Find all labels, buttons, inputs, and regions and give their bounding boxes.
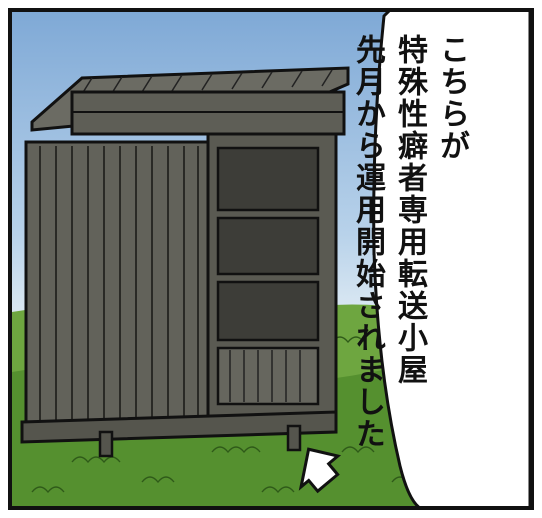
speech-bubble xyxy=(372,12,530,506)
pointing-arrow xyxy=(298,447,342,494)
shed-post-left xyxy=(98,430,114,458)
speech-text: こちらが 特殊性癖者専用転送小屋 先月から運用開始されました xyxy=(346,34,472,450)
speech-line-1: こちらが xyxy=(434,34,469,162)
comic-panel: こちらが 特殊性癖者専用転送小屋 先月から運用開始されました xyxy=(8,8,534,510)
shed-lower-panel xyxy=(216,346,320,406)
shed-illustration xyxy=(12,12,530,506)
shed-window-top xyxy=(216,146,320,212)
speech-line-2: 特殊性癖者専用転送小屋 xyxy=(392,34,427,386)
shed-window-bottom xyxy=(216,280,320,342)
corrugation xyxy=(39,146,199,432)
shed-post-right xyxy=(286,424,302,452)
shed-window-middle xyxy=(216,216,320,276)
shed-side-wall xyxy=(24,140,210,434)
speech-line-3: 先月から運用開始されました xyxy=(350,34,385,450)
